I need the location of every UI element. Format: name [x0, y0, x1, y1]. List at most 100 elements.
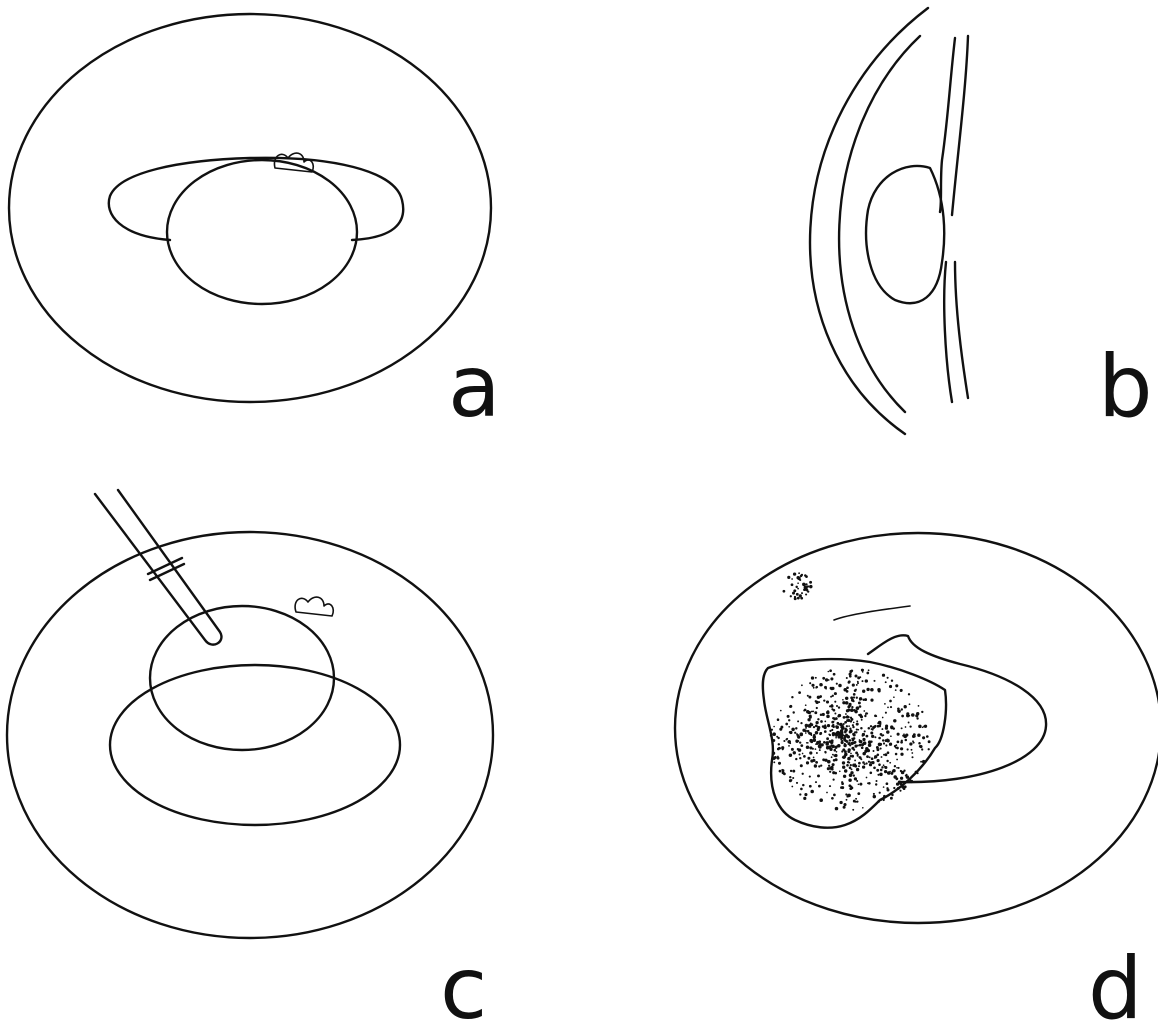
- stipple-dot: [801, 574, 803, 576]
- stipple-dot: [886, 787, 888, 789]
- lesion-b: [866, 166, 944, 303]
- stipple-dot: [856, 780, 858, 782]
- stipple-dot: [873, 795, 876, 798]
- stipple-dot: [866, 688, 869, 691]
- stipple-dot: [818, 745, 821, 748]
- stipple-dot: [789, 753, 792, 756]
- stipple-dot: [811, 684, 814, 687]
- stipple-dot: [850, 764, 852, 766]
- stipple-dot: [772, 739, 775, 742]
- stipple-dot: [881, 735, 883, 737]
- stipple-dot: [797, 582, 799, 584]
- stipple-dot: [928, 740, 931, 743]
- stipple-dot: [860, 727, 862, 729]
- stipple-dot: [847, 794, 851, 798]
- stipple-dot: [809, 585, 812, 588]
- stipple-dot: [884, 770, 887, 773]
- stipple-dot: [917, 733, 920, 736]
- stipple-dot: [834, 713, 836, 715]
- stipple-dot: [841, 741, 844, 744]
- sclera-back-b: [952, 36, 968, 215]
- stipple-dot: [901, 727, 903, 729]
- stipple-dot: [850, 786, 852, 788]
- stipple-dot: [893, 696, 895, 698]
- stipple-dot: [922, 727, 924, 729]
- stipple-dot: [788, 726, 790, 728]
- stipple-dot: [874, 736, 876, 738]
- stipple-dot: [831, 797, 834, 800]
- stipple-dot: [839, 770, 841, 772]
- stipple-dot: [883, 742, 885, 744]
- stipple-dot: [831, 756, 833, 758]
- stipple-dot: [798, 753, 800, 755]
- stipple-dot: [876, 769, 879, 772]
- stipple-dot: [849, 739, 852, 742]
- stipple-dot: [793, 751, 796, 754]
- stipple-dot: [890, 772, 893, 775]
- sclera-front-lower-b: [944, 262, 952, 402]
- stipple-dot: [844, 731, 846, 733]
- stipple-dot: [807, 695, 809, 697]
- stipple-dot: [798, 572, 800, 574]
- stipple-dot: [807, 718, 810, 721]
- stipple-dot: [879, 773, 882, 776]
- stipple-dot: [883, 799, 885, 801]
- stipple-dot: [845, 713, 847, 715]
- stipple-dot: [833, 717, 836, 720]
- stipple-dot: [799, 793, 801, 795]
- stipple-dot: [811, 676, 814, 679]
- stipple-dot: [832, 763, 835, 766]
- stipple-dot: [889, 771, 891, 773]
- stipple-dot: [880, 769, 883, 772]
- stipple-dot: [854, 745, 857, 748]
- stipple-dot: [802, 773, 804, 775]
- stipple-dot: [855, 798, 857, 800]
- stipple-dot: [797, 597, 800, 600]
- stipple-dot: [849, 731, 851, 733]
- stipple-dot: [842, 701, 845, 704]
- stipple-dot: [864, 763, 866, 765]
- stipple-dot: [832, 771, 835, 774]
- stipple-dot: [886, 738, 888, 740]
- stipple-dot: [777, 718, 780, 721]
- stipple-dot: [865, 762, 867, 764]
- stipple-dot: [802, 583, 805, 586]
- stipple-dot: [873, 793, 875, 795]
- stipple-dot: [825, 678, 828, 681]
- stipple-dot: [802, 729, 805, 732]
- stipple-dot: [849, 670, 852, 673]
- stipple-dot: [878, 763, 881, 766]
- stipple-dot: [926, 735, 929, 738]
- stipple-dot: [899, 790, 901, 792]
- stipple-dot: [824, 686, 827, 689]
- stipple-dot: [846, 677, 848, 679]
- stipple-dot: [916, 717, 918, 719]
- stipple-dot: [806, 745, 810, 749]
- stipple-dot: [808, 725, 811, 728]
- stipple-dot: [834, 701, 836, 703]
- stipple-dot: [901, 740, 903, 742]
- stipple-dot: [807, 757, 810, 760]
- stipple-dot: [884, 753, 887, 756]
- stipple-dot: [880, 799, 882, 801]
- stipple-dot: [900, 753, 903, 756]
- stipple-dot: [871, 761, 874, 764]
- stipple-dot: [780, 710, 782, 712]
- stipple-dot: [836, 705, 838, 707]
- stipple-dot: [843, 775, 846, 778]
- stipple-dot: [921, 748, 923, 750]
- stipple-dot: [909, 742, 912, 745]
- stipple-dot: [871, 735, 874, 738]
- stipple-dot: [846, 725, 848, 727]
- stipple-dot: [853, 749, 855, 751]
- stipple-dot: [805, 583, 807, 585]
- stipple-dot: [805, 593, 807, 595]
- stipple-dot: [798, 577, 801, 580]
- stipple-dot: [833, 709, 836, 712]
- stipple-dot: [809, 739, 813, 743]
- stipple-dot: [889, 743, 892, 746]
- stipple-dot: [895, 753, 898, 756]
- panel-c: c: [7, 490, 493, 1026]
- stipple-dot: [911, 752, 913, 754]
- stipple-dot: [846, 735, 848, 737]
